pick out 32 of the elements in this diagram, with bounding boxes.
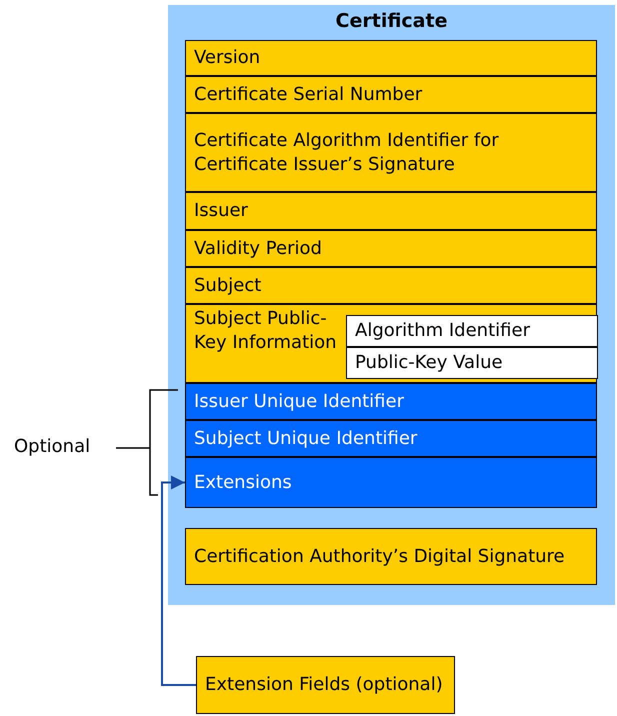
sub-field-box xyxy=(346,347,598,379)
panel-title: Certificate xyxy=(334,9,448,34)
field-label: Issuer xyxy=(194,199,249,223)
field-label: Subject Public-Key Information xyxy=(194,307,338,355)
field-box xyxy=(185,230,597,267)
field-label: Extensions xyxy=(194,470,293,494)
field-label: Subject xyxy=(194,274,262,298)
field-label: Subject Unique Identifier xyxy=(194,426,418,450)
field-label: Validity Period xyxy=(194,236,323,260)
field-box xyxy=(185,304,597,383)
field-label: Issuer Unique Identifier xyxy=(194,390,405,414)
field-box xyxy=(185,76,597,113)
field-label: Public-Key Value xyxy=(355,351,504,375)
field-box xyxy=(185,420,597,457)
sub-field-box xyxy=(346,315,598,347)
field-box xyxy=(185,528,597,585)
field-box xyxy=(185,192,597,230)
certificate-panel xyxy=(168,5,615,605)
field-box xyxy=(185,457,597,508)
field-label: Algorithm Identifier xyxy=(355,319,531,343)
field-box xyxy=(185,383,597,420)
field-label: Certification Authority’s Digital Signature xyxy=(194,544,566,568)
arrow xyxy=(161,476,196,686)
field-box xyxy=(196,656,455,714)
field-label: Certificate Serial Number xyxy=(194,82,424,106)
optional-label: Optional xyxy=(14,435,90,459)
field-box xyxy=(185,113,597,192)
field-label: Version xyxy=(194,46,262,70)
field-label: Extension Fields (optional) xyxy=(205,673,444,697)
field-box xyxy=(185,267,597,304)
field-box xyxy=(185,40,597,76)
field-label: Certificate Algorithm Identifier for Certificate Issuer’s Signature xyxy=(194,128,500,176)
